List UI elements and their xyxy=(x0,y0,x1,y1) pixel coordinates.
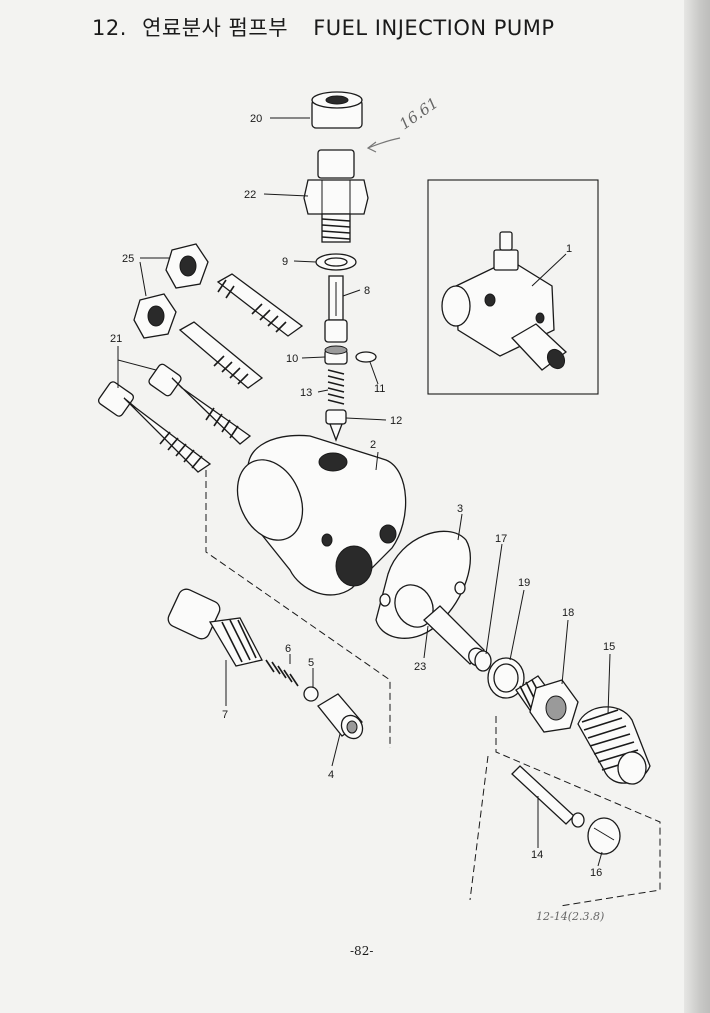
part-23-piston xyxy=(394,584,486,667)
part-25-nut-upper xyxy=(165,243,209,289)
label-part-8: 8 xyxy=(364,285,370,297)
part-17-ring xyxy=(474,650,492,672)
part-19-o-ring xyxy=(487,657,525,699)
label-part-19: 19 xyxy=(518,577,530,589)
title-english: FUEL INJECTION PUMP xyxy=(313,16,555,40)
label-part-18: 18 xyxy=(562,607,574,619)
label-part-15: 15 xyxy=(603,641,615,653)
part-22-valve-holder xyxy=(303,149,369,243)
section-number: 12. xyxy=(92,16,127,40)
part-18-plug xyxy=(515,675,579,733)
label-part-3: 3 xyxy=(457,503,463,515)
label-part-12: 12 xyxy=(390,415,402,427)
assembly-line-right-lower xyxy=(469,755,489,901)
inset-assembly-box xyxy=(427,179,599,395)
label-part-21: 21 xyxy=(110,333,122,345)
part-number-labels: 1 2 3 4 5 6 7 8 9 10 11 12 13 14 15 16 1… xyxy=(110,113,615,879)
part-10-valve-seat xyxy=(324,345,348,365)
handwritten-arrow xyxy=(366,137,401,153)
part-7-banjo-bolt xyxy=(167,588,263,667)
part-2-pump-body xyxy=(236,434,407,596)
part-5-ball xyxy=(303,686,319,702)
label-part-16: 16 xyxy=(590,867,602,879)
part-8-delivery-valve xyxy=(324,275,348,343)
part-11-o-ring xyxy=(355,351,377,363)
part-9-washer xyxy=(315,253,357,271)
label-part-4: 4 xyxy=(328,769,334,781)
page-title: 12. 연료분사 펌프부 FUEL INJECTION PUMP xyxy=(92,12,555,42)
page-number: -82- xyxy=(350,944,374,958)
label-part-10: 10 xyxy=(286,353,298,365)
part-12-plunger xyxy=(325,409,347,442)
part-6-spring xyxy=(265,659,299,687)
label-part-9: 9 xyxy=(282,256,288,268)
label-part-11: 11 xyxy=(374,383,385,395)
title-korean: 연료분사 펌프부 xyxy=(142,16,289,40)
label-part-7: 7 xyxy=(222,709,228,721)
part-15-spring xyxy=(577,706,651,785)
part-16-screw xyxy=(587,817,621,855)
stud-upper xyxy=(216,273,304,337)
label-part-13: 13 xyxy=(300,387,312,399)
label-part-5: 5 xyxy=(308,657,314,669)
label-part-20: 20 xyxy=(250,113,262,125)
part-13-spring xyxy=(327,369,345,405)
label-part-23: 23 xyxy=(414,661,426,673)
assembly-line-right xyxy=(495,716,661,907)
part-4-sleeve xyxy=(317,693,364,740)
leader-lines xyxy=(117,117,611,867)
part-14-pin xyxy=(511,765,585,828)
label-part-17: 17 xyxy=(495,533,507,545)
handwritten-note-top: 16.61 xyxy=(396,94,442,133)
label-part-25: 25 xyxy=(122,253,134,265)
label-part-6: 6 xyxy=(285,643,291,655)
part-21-bolt-short xyxy=(148,363,252,445)
part-21-bolt-long xyxy=(97,381,212,473)
part-20-cap-nut xyxy=(311,91,363,129)
part-25-nut-lower xyxy=(133,293,177,339)
label-part-2: 2 xyxy=(370,439,376,451)
handwritten-note-bottom: 12-14(2.3.8) xyxy=(536,910,604,923)
binder-edge-shadow xyxy=(684,0,710,1013)
label-part-1: 1 xyxy=(566,243,572,255)
stud-lower xyxy=(178,321,264,389)
label-part-14: 14 xyxy=(531,849,543,861)
label-part-22: 22 xyxy=(244,189,256,201)
